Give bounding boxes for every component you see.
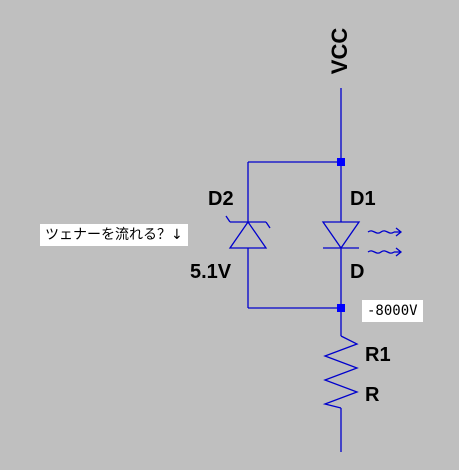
node-voltage-annotation: -8000V (362, 300, 423, 322)
led-d1-symbol[interactable] (321, 221, 361, 250)
led-emission-icon (367, 227, 403, 257)
d2-name-label: D2 (208, 188, 234, 210)
r1-name-label: R1 (365, 344, 391, 366)
d1-name-label: D1 (350, 188, 376, 210)
resistor-r1-symbol[interactable] (322, 335, 359, 409)
vcc-net-label: VCC (327, 27, 352, 75)
junction-bottom (337, 304, 345, 312)
d1-value-label: D (350, 261, 365, 283)
d2-value-label: 5.1V (190, 261, 232, 283)
question-annotation: ツェナーを流れる？↓ (40, 224, 188, 246)
r1-value-label: R (365, 384, 380, 406)
junction-top (337, 158, 345, 166)
zener-diode-d2-symbol[interactable] (225, 215, 271, 249)
